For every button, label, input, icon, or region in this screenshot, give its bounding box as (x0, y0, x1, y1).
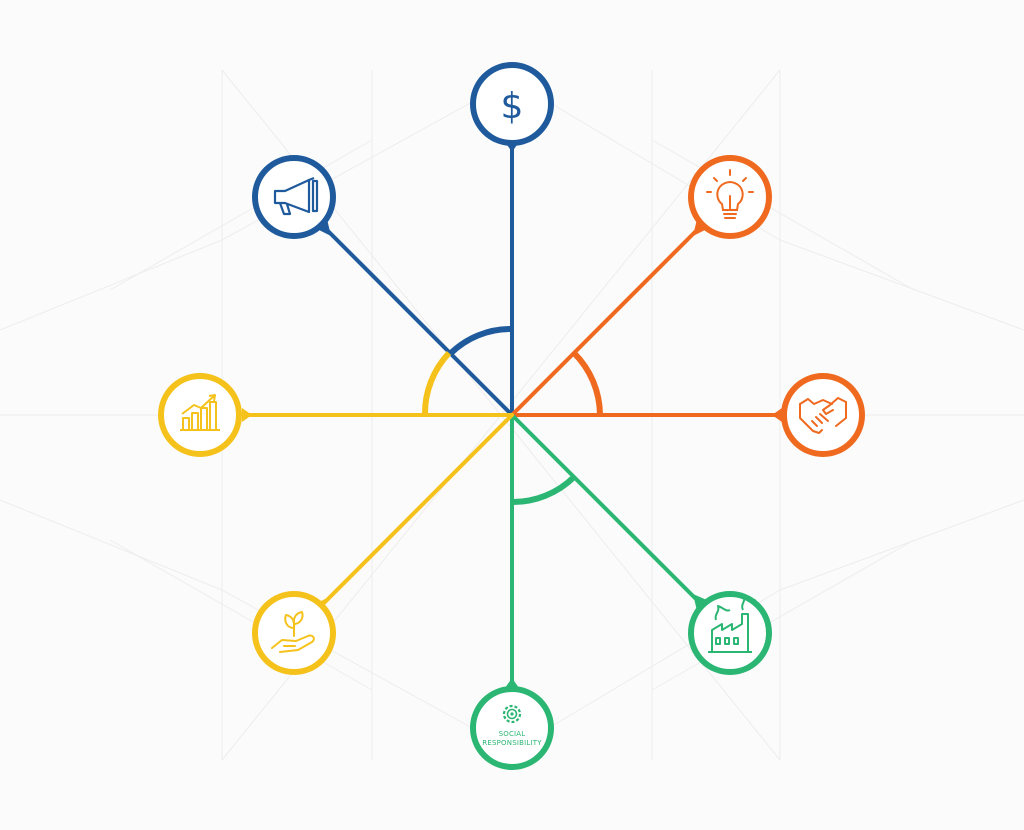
node-industry[interactable] (688, 591, 772, 675)
node-sustainability[interactable] (252, 591, 336, 675)
factory-icon (708, 595, 757, 653)
arc-yellow (421, 350, 452, 416)
spokes (242, 143, 782, 687)
arc-blue (447, 325, 513, 357)
growth-chart-icon (180, 394, 220, 431)
handshake-icon (799, 397, 847, 434)
arc-green (511, 474, 577, 506)
lightbulb-icon (706, 169, 754, 219)
node-partnership[interactable] (772, 373, 865, 457)
dollar-icon: $ (501, 86, 524, 127)
node-innovation[interactable] (688, 155, 772, 239)
spoke-sustainability (321, 413, 514, 606)
gear-icon (502, 704, 522, 724)
node-finance[interactable]: $ (470, 62, 554, 152)
social-label-line1: SOCIAL (499, 730, 526, 738)
svg-text:$: $ (501, 86, 524, 127)
hand-plant-icon (271, 611, 315, 653)
megaphone-icon (273, 176, 319, 216)
arc-orange (571, 350, 603, 416)
node-social[interactable]: SOCIAL RESPONSIBILITY (470, 678, 554, 770)
node-growth[interactable] (158, 373, 252, 457)
node-marketing[interactable] (252, 155, 336, 239)
social-label-line2: RESPONSIBILITY (482, 739, 542, 747)
spoke-industry (510, 413, 703, 606)
spoke-marketing (321, 224, 514, 417)
spoke-innovation (510, 224, 703, 417)
angle-arcs (421, 325, 603, 506)
